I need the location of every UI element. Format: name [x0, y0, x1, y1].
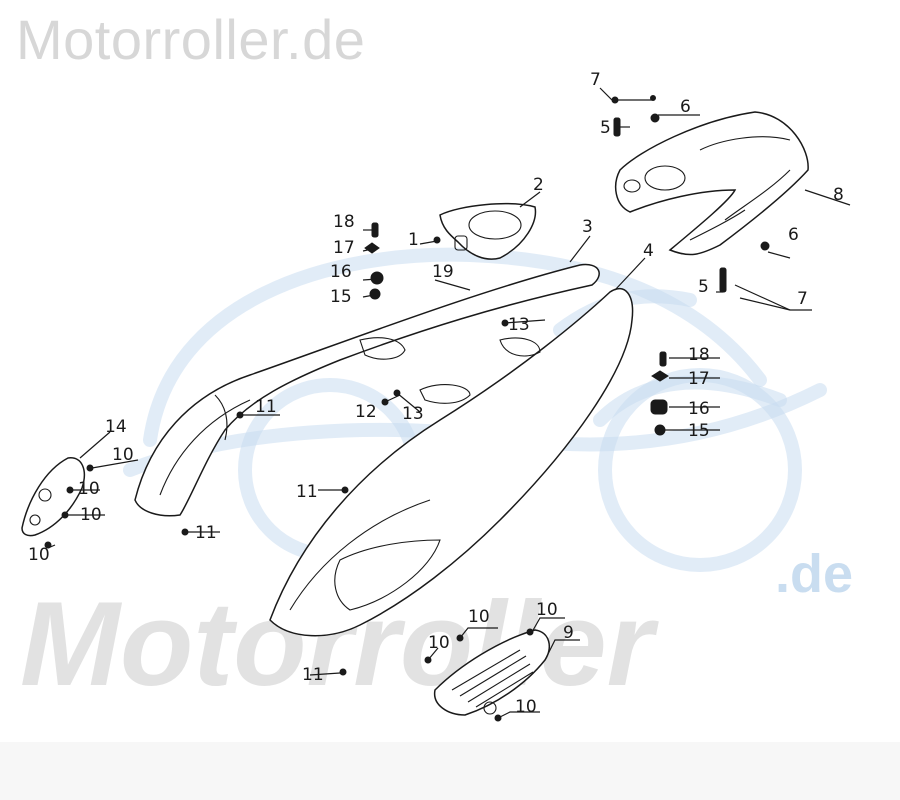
callout-10-grille-1: 10 [468, 607, 490, 627]
callout-10-bracket-1: 10 [112, 445, 134, 465]
callout-1: 1 [408, 230, 419, 250]
callout-16-right: 16 [688, 399, 710, 419]
callout-13-lower: 13 [402, 404, 424, 424]
part-9-grille-plate [433, 629, 551, 716]
header-watermark: Motorroller.de [16, 8, 366, 71]
callout-6-top: 6 [680, 97, 691, 117]
callout-10-bracket-3: 10 [80, 505, 102, 525]
callout-labels: 7 6 5 2 8 3 4 1 18 17 16 15 19 6 5 7 18 … [28, 70, 844, 717]
part-8-rear-cowl [614, 111, 809, 256]
callout-10-grille-2: 10 [428, 633, 450, 653]
callout-19: 19 [432, 262, 454, 282]
callout-14: 14 [105, 417, 127, 437]
callout-8: 8 [833, 185, 844, 205]
callout-18-right: 18 [688, 345, 710, 365]
callout-4: 4 [643, 241, 654, 261]
callout-17-left: 17 [333, 238, 355, 258]
callout-15-right: 15 [688, 421, 710, 441]
callout-10-bracket-4: 10 [28, 545, 50, 565]
callout-2: 2 [533, 175, 544, 195]
watermark-domain-suffix: .de [775, 544, 853, 604]
callout-11-bottom: 11 [302, 665, 324, 685]
callout-6-right: 6 [788, 225, 799, 245]
leader-lines [47, 87, 851, 719]
part-2-bracket [439, 203, 537, 260]
callout-11-upper-left: 11 [255, 397, 277, 417]
callout-17-right: 17 [688, 369, 710, 389]
footer-band [0, 742, 900, 800]
part-4-right-side-cover [269, 287, 634, 637]
callout-10-grille-4: 10 [515, 697, 537, 717]
callout-9: 9 [563, 623, 574, 643]
callout-11-lower-left: 11 [195, 523, 217, 543]
callout-15-left: 15 [330, 287, 352, 307]
part-3-left-side-cover [134, 263, 600, 517]
callout-16-left: 16 [330, 262, 352, 282]
callout-13-upper: 13 [508, 315, 530, 335]
callout-5-right: 5 [698, 277, 709, 297]
callout-10-grille-3: 10 [536, 600, 558, 620]
callout-3: 3 [582, 217, 593, 237]
callout-11-middle: 11 [296, 482, 318, 502]
part-14-small-bracket [21, 457, 86, 537]
callout-10-bracket-2: 10 [78, 479, 100, 499]
callout-7-top: 7 [590, 70, 601, 90]
callout-18-left: 18 [333, 212, 355, 232]
callout-7-right: 7 [797, 289, 808, 309]
callout-5-top: 5 [600, 118, 611, 138]
callout-12: 12 [355, 402, 377, 422]
